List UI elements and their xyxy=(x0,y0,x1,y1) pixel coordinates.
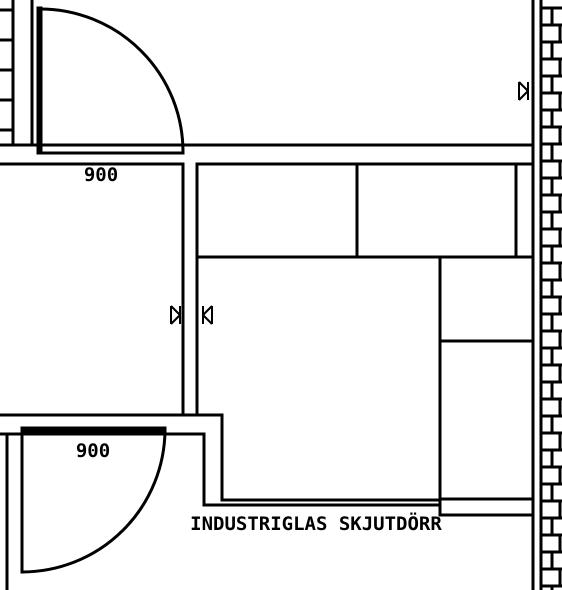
right-brick-wall xyxy=(531,0,562,590)
outlet-symbol-right xyxy=(202,305,213,325)
left-brick-wall xyxy=(0,0,15,145)
partition-wall xyxy=(0,162,442,507)
outlet-symbol-top-right xyxy=(518,81,529,101)
corridor-wall-top xyxy=(0,143,535,166)
top-door xyxy=(30,0,185,155)
wardrobe-cabinets xyxy=(195,162,535,517)
top-door-dimension: 900 xyxy=(84,164,118,186)
outlet-symbol-left xyxy=(170,305,181,325)
bottom-door-dimension: 900 xyxy=(76,440,110,462)
sliding-door-note: INDUSTRIGLAS SKJUTDÖRR xyxy=(190,511,442,535)
bottom-door xyxy=(5,426,167,590)
